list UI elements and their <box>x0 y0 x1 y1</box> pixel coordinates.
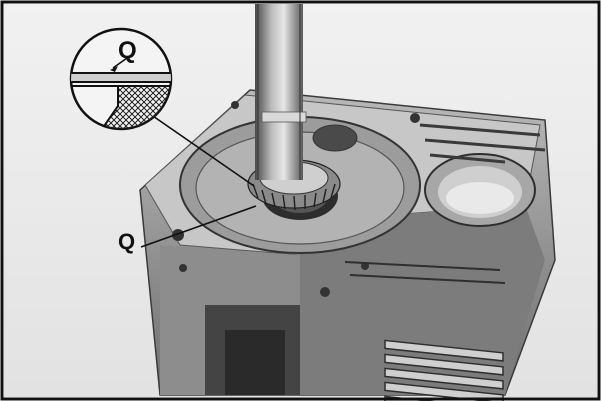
magnified-detail-inset <box>69 27 173 131</box>
callout-label-gear: Q <box>118 229 136 254</box>
cylinder-head-body <box>139 89 556 401</box>
callout-label-inset: Q <box>118 37 137 64</box>
callout-lines <box>140 113 257 248</box>
shaft <box>255 4 307 180</box>
